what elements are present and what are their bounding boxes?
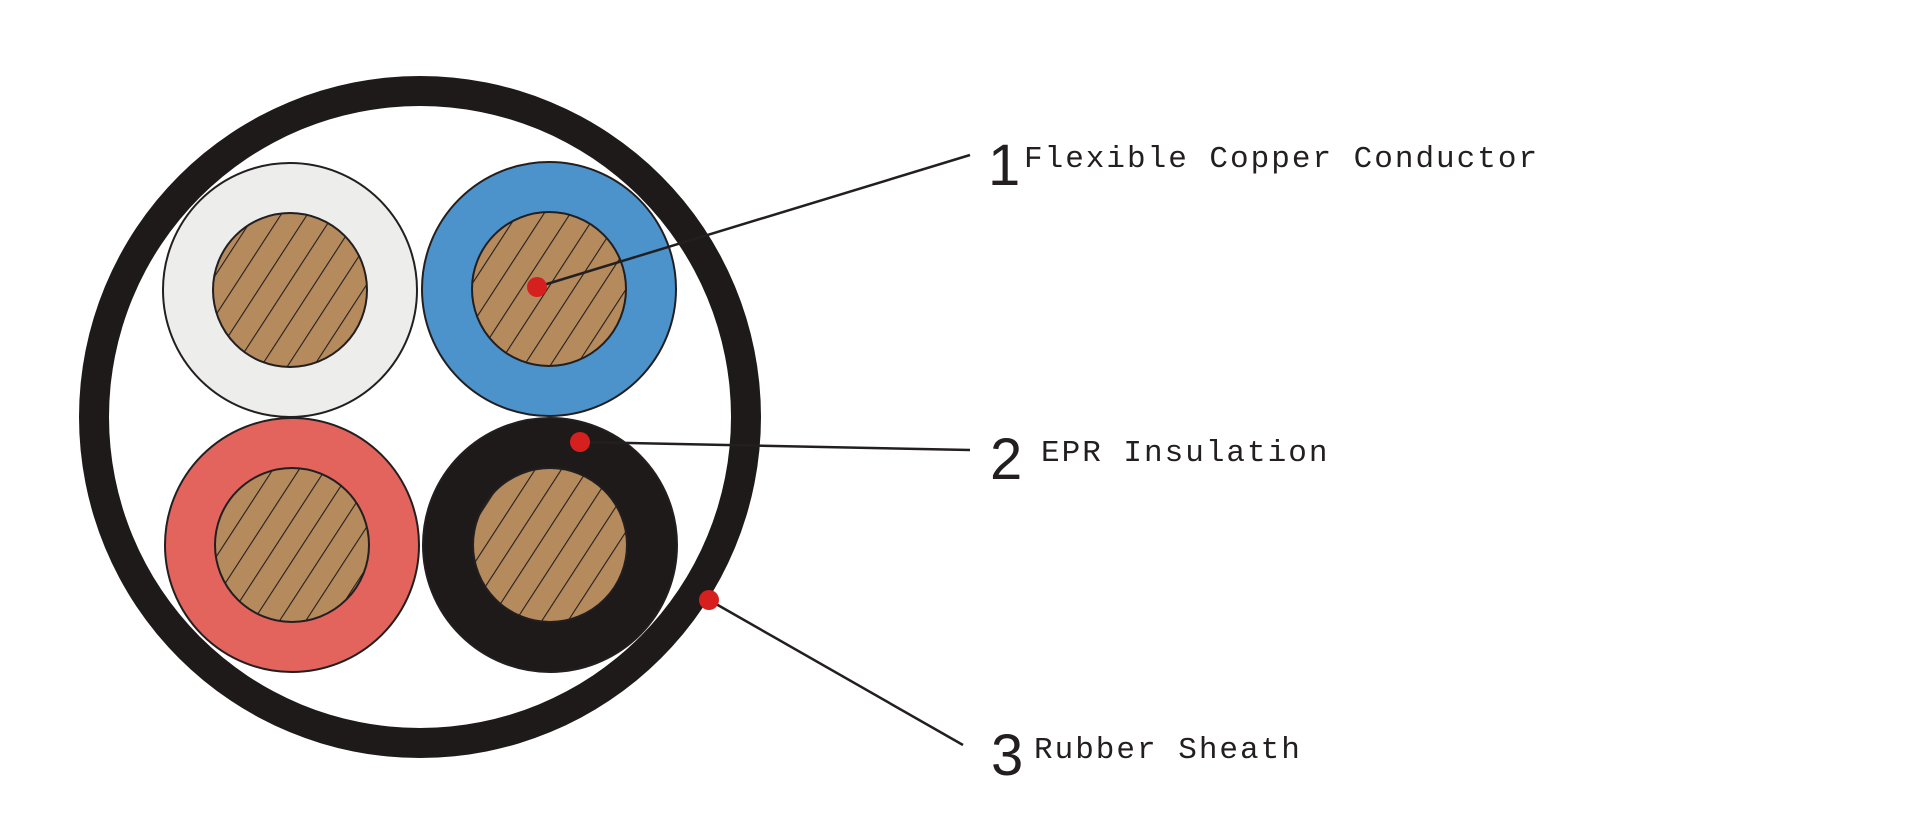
leader-line-2	[579, 440, 971, 452]
callout-number-1: 1	[988, 133, 1020, 198]
core-black	[422, 417, 678, 673]
callout-number-3: 3	[991, 723, 1023, 788]
core-conductor	[471, 211, 627, 367]
callout-label-3: Rubber Sheath	[1034, 733, 1302, 768]
marker-dot-3	[699, 590, 719, 610]
marker-dot-2	[570, 432, 590, 452]
core-conductor	[212, 212, 368, 368]
core-conductor	[472, 467, 628, 623]
core-blue	[421, 161, 677, 417]
leader-line-1	[536, 153, 971, 289]
core-red	[164, 417, 420, 673]
callout-number-2: 2	[990, 427, 1022, 492]
core-conductor	[214, 467, 370, 623]
callout-label-2: EPR Insulation	[1041, 436, 1329, 471]
leader-line-3	[708, 598, 964, 747]
core-white	[162, 162, 418, 418]
callout-label-1: Flexible Copper Conductor	[1024, 142, 1539, 177]
marker-dot-1	[527, 277, 547, 297]
